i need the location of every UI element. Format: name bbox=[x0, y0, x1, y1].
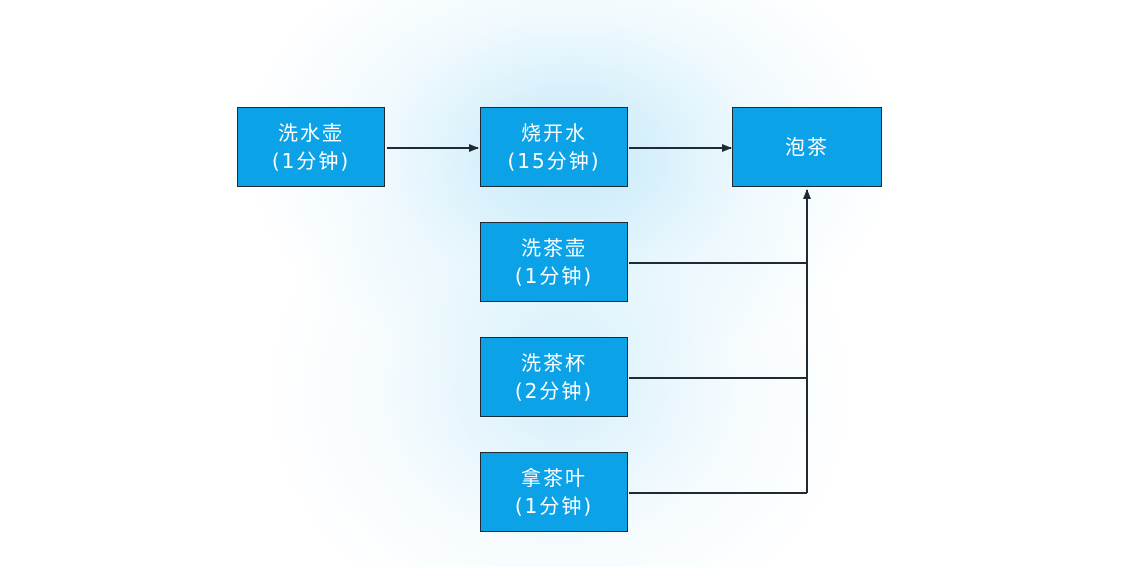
node-boil-water: 烧开水 (15分钟) bbox=[480, 107, 628, 187]
node-wash-teapot-duration: (1分钟) bbox=[514, 264, 594, 288]
node-boil-water-title: 烧开水 bbox=[521, 121, 587, 145]
node-boil-water-duration: (15分钟) bbox=[507, 149, 601, 173]
node-make-tea: 泡茶 bbox=[732, 107, 882, 187]
node-wash-kettle: 洗水壶 (1分钟) bbox=[237, 107, 385, 187]
node-wash-teapot-title: 洗茶壶 bbox=[521, 236, 587, 260]
node-wash-cups-title: 洗茶杯 bbox=[521, 351, 587, 375]
node-wash-cups: 洗茶杯 (2分钟) bbox=[480, 337, 628, 417]
node-get-tea-leaves-title: 拿茶叶 bbox=[521, 466, 587, 490]
node-wash-kettle-duration: (1分钟) bbox=[271, 149, 351, 173]
node-get-tea-leaves-duration: (1分钟) bbox=[514, 494, 594, 518]
node-wash-teapot: 洗茶壶 (1分钟) bbox=[480, 222, 628, 302]
node-wash-cups-duration: (2分钟) bbox=[514, 379, 594, 403]
node-get-tea-leaves: 拿茶叶 (1分钟) bbox=[480, 452, 628, 532]
node-wash-kettle-title: 洗水壶 bbox=[278, 121, 344, 145]
node-make-tea-title: 泡茶 bbox=[785, 135, 829, 159]
